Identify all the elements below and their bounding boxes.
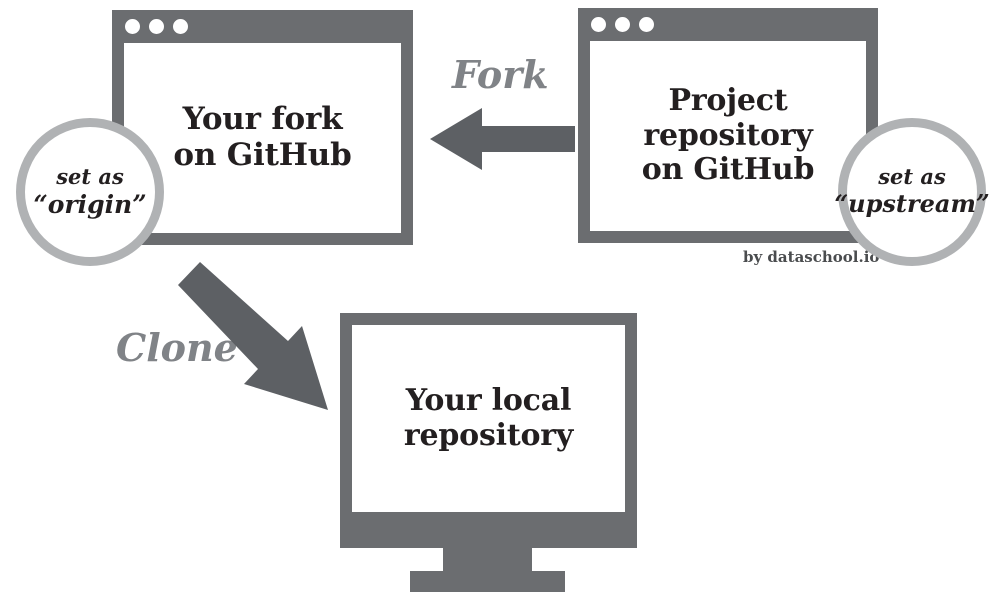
browser-screen: Your fork on GitHub <box>124 43 401 233</box>
project-repository-browser-window: Project repository on GitHub <box>578 8 878 243</box>
clone-arrow-icon <box>178 262 328 410</box>
monitor-base <box>410 571 565 592</box>
project-repo-title-line3: on GitHub <box>641 152 815 188</box>
monitor-screen: Your local repository <box>352 325 625 512</box>
origin-badge-line1: set as <box>56 163 124 189</box>
local-repo-title-line1: Your local <box>405 382 572 418</box>
your-fork-title-line1: Your fork <box>182 101 343 138</box>
window-dot-red-icon <box>591 17 606 32</box>
window-dot-red-icon <box>125 19 140 34</box>
your-fork-browser-window: Your fork on GitHub <box>112 10 413 245</box>
upstream-badge-line1: set as <box>878 164 946 190</box>
upstream-badge: set as “upstream” <box>834 118 990 266</box>
fork-label: Fork <box>452 52 549 97</box>
fork-arrow-icon <box>430 108 575 170</box>
window-dot-green-icon <box>173 19 188 34</box>
window-dot-green-icon <box>639 17 654 32</box>
project-repo-title-line2: repository <box>643 117 813 153</box>
clone-label: Clone <box>116 325 238 370</box>
origin-badge-line2: “origin” <box>33 189 147 219</box>
window-dot-yellow-icon <box>149 19 164 34</box>
origin-badge: set as “origin” <box>16 118 164 266</box>
local-repo-title-line2: repository <box>403 417 574 453</box>
upstream-badge-line2: “upstream” <box>834 189 990 219</box>
your-fork-title-line2: on GitHub <box>173 137 352 173</box>
browser-titlebar <box>578 8 878 41</box>
browser-titlebar <box>112 10 413 43</box>
local-repository-monitor: Your local repository <box>340 313 637 548</box>
project-repo-title-line1: Project <box>668 82 788 118</box>
monitor-neck <box>443 548 532 571</box>
attribution-text: by dataschool.io <box>743 248 880 266</box>
browser-screen: Project repository on GitHub <box>590 41 866 231</box>
window-dot-yellow-icon <box>615 17 630 32</box>
